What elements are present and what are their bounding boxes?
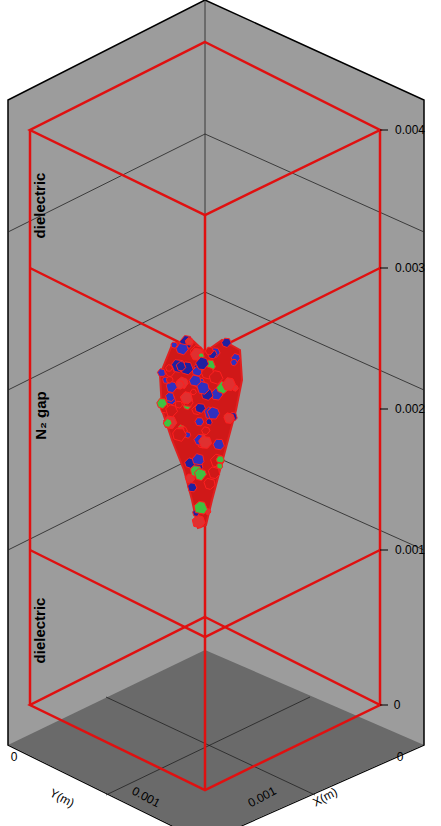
grid-lines xyxy=(8,0,424,795)
region-label: dielectric xyxy=(33,597,48,663)
region-label: dielectric xyxy=(33,172,48,238)
axis-tick: 0.001 xyxy=(395,544,425,556)
layer-boundaries xyxy=(30,42,380,790)
axis-tick: 0 xyxy=(397,751,404,763)
axis-tick: 0 xyxy=(394,699,401,711)
axis-tick: 0.003 xyxy=(395,262,425,274)
axis-tick: 0.002 xyxy=(395,403,425,415)
axis-tick: 0.004 xyxy=(395,124,425,136)
tick-marks xyxy=(380,130,388,705)
axis-title: Y(m) xyxy=(48,787,77,810)
axis-tick: 0 xyxy=(11,751,18,763)
discharge-cluster xyxy=(157,336,242,529)
domain-box xyxy=(8,0,424,826)
region-label: N₂ gap xyxy=(33,391,48,439)
floor xyxy=(8,650,424,826)
